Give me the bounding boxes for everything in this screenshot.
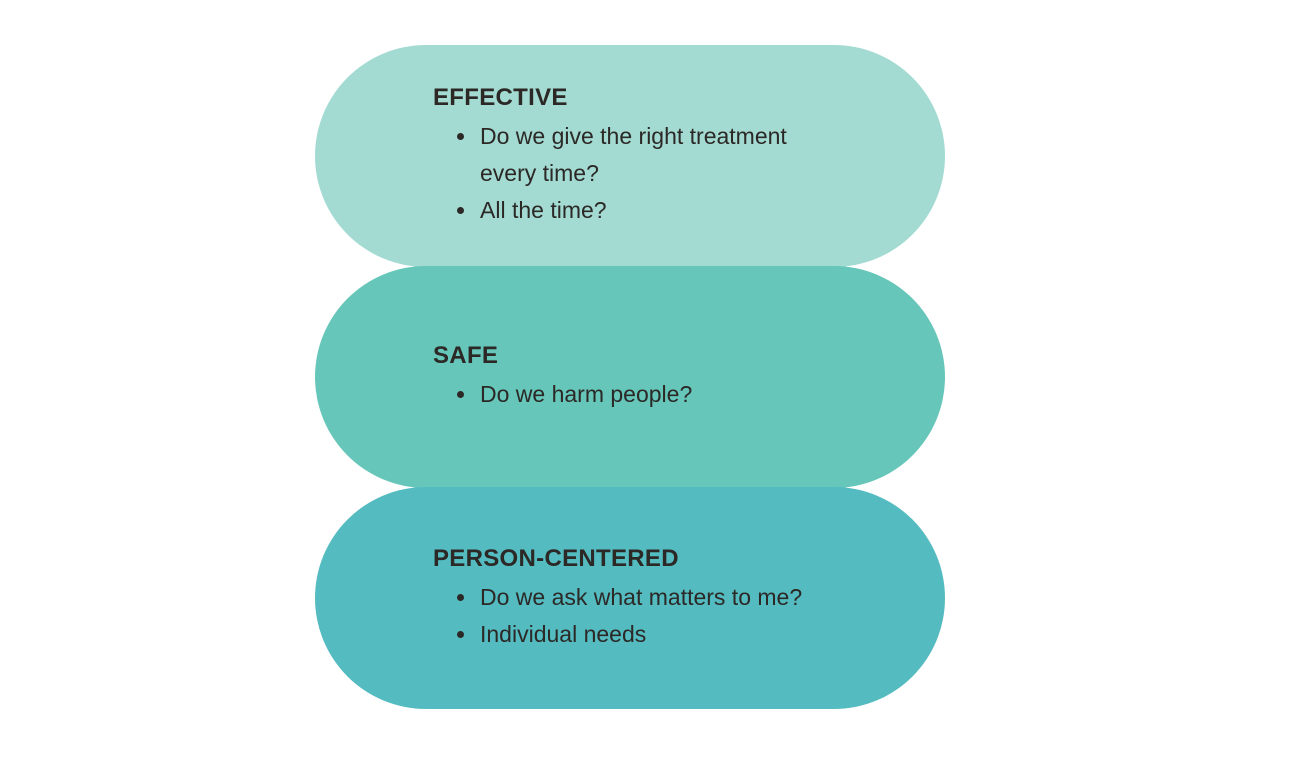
pill-effective: EFFECTIVE Do we give the right treatment… (315, 45, 945, 267)
pill-title-effective: EFFECTIVE (433, 84, 568, 111)
quality-dimensions-diagram: EFFECTIVE Do we give the right treatment… (315, 45, 945, 709)
bullet-item: All the time? (478, 192, 840, 229)
bullet-item: Do we ask what matters to me? (478, 579, 840, 616)
bullet-list-effective: Do we give the right treatment every tim… (433, 118, 840, 229)
bullet-item: Do we harm people? (478, 376, 840, 413)
bullet-item: Individual needs (478, 616, 840, 653)
bullet-item: Do we give the right treatment every tim… (478, 118, 840, 192)
bullet-list-safe: Do we harm people? (433, 376, 840, 413)
bullet-list-person-centered: Do we ask what matters to me? Individual… (433, 579, 840, 653)
pill-title-safe: SAFE (433, 342, 499, 369)
pill-safe: SAFE Do we harm people? (315, 266, 945, 488)
pill-title-person-centered: PERSON-CENTERED (433, 544, 679, 572)
pill-person-centered: PERSON-CENTERED Do we ask what matters t… (315, 487, 945, 709)
